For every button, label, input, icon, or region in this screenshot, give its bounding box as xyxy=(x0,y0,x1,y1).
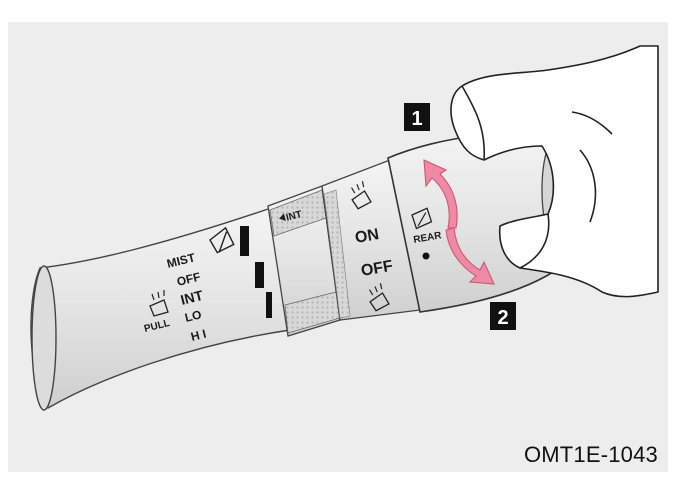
rotate-arrows xyxy=(423,159,495,285)
rear-indicator-dot xyxy=(422,252,430,260)
mode-hi: H I xyxy=(189,327,207,344)
wiper-mode-labels: MIST OFF INT LO H I PULL xyxy=(143,250,208,344)
int-ring-label: INT xyxy=(279,209,303,224)
mode-int: INT xyxy=(179,287,205,308)
callout-2-label: 2 xyxy=(497,307,508,329)
washer-spray-icon xyxy=(149,290,169,317)
rotate-up-arrow xyxy=(423,159,458,229)
hand-icon xyxy=(450,45,659,298)
rear-window-icon xyxy=(411,207,433,230)
rear-mode-off: OFF xyxy=(360,258,395,280)
callout-2: 2 xyxy=(490,302,516,330)
position-marks xyxy=(240,226,272,318)
callout-1-label: 1 xyxy=(411,108,422,130)
stalk-body xyxy=(30,204,291,411)
callout-1: 1 xyxy=(404,103,430,131)
rotate-down-arrow xyxy=(445,227,495,285)
rear-label: REAR xyxy=(413,230,444,246)
rear-washer-icon xyxy=(369,283,390,312)
rear-wiper-icon xyxy=(351,181,372,210)
front-wiper-icon xyxy=(209,226,235,254)
mode-mist: MIST xyxy=(165,250,197,271)
rear-wiper-segment xyxy=(321,159,421,321)
rear-mode-on: ON xyxy=(354,226,381,247)
int-label: INT xyxy=(285,209,303,224)
mode-off: OFF xyxy=(175,270,202,289)
mode-lo: LO xyxy=(183,307,203,325)
figure-code: OMT1E-1043 xyxy=(523,442,658,467)
